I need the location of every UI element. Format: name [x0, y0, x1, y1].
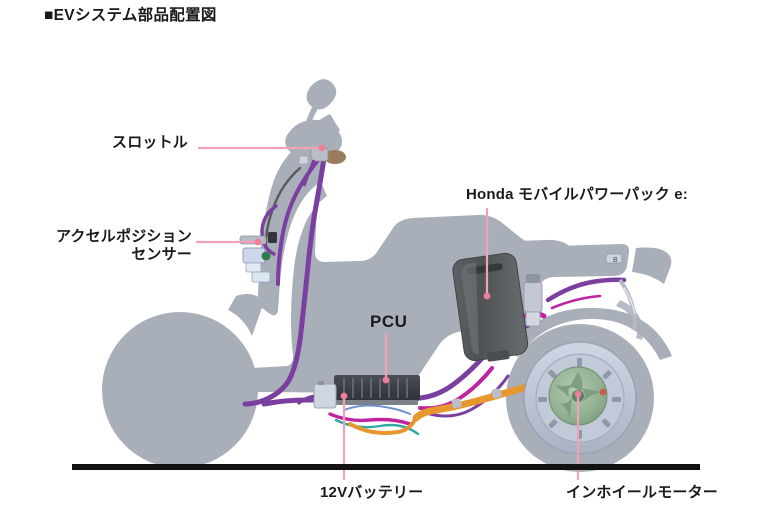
- mirror-icon: [306, 79, 337, 110]
- page-title: ■EVシステム部品配置図: [44, 7, 217, 24]
- pack-socket-cap: [526, 274, 540, 283]
- rear-shock: [618, 278, 638, 331]
- battery-12v-terminal: [318, 381, 324, 385]
- callout-label-in-wheel-motor: インホイールモーター: [566, 484, 719, 501]
- endpoint-pcu: [382, 376, 390, 384]
- battery-12v-lead: [296, 394, 315, 406]
- harness-under-floor-1: [328, 412, 412, 426]
- body-main: [239, 114, 630, 393]
- pcu-connector-strip: [336, 400, 418, 405]
- power-pack-highlight: [461, 262, 479, 356]
- mobile-power-pack-unit: [452, 252, 529, 362]
- pack-socket-lower: [525, 311, 541, 327]
- callout-endpoints: [254, 144, 582, 400]
- svg-text:B: B: [613, 257, 618, 264]
- throttle-assembly: [298, 147, 346, 187]
- pack-socket-body: [523, 281, 543, 313]
- harness-loop-front: [260, 204, 278, 256]
- motor-phase-cable: [412, 376, 554, 422]
- endpoint-in-wheel-motor: [574, 390, 582, 398]
- endpoint-battery-12v: [340, 392, 348, 400]
- callout-label-pcu: PCU: [370, 312, 408, 331]
- battery-12v-unit: [296, 381, 337, 409]
- callout-label-mobile-power-pack: Honda モバイルパワーパック e:: [466, 186, 688, 203]
- aps-small-box: [251, 271, 271, 283]
- harness-rear-3: [428, 374, 510, 418]
- battery-12v-body: [313, 383, 337, 409]
- tail-section: [632, 247, 672, 284]
- switch-block: [298, 155, 309, 165]
- harness-main-trunk: [242, 149, 328, 407]
- callout-label-battery-12v: 12Vバッテリー: [320, 484, 424, 501]
- endpoint-mpp: [483, 292, 491, 300]
- motor-hub-spokes: [554, 372, 601, 420]
- ground-line: [72, 464, 700, 470]
- aps-connector: [245, 262, 262, 273]
- endpoint-aps: [254, 238, 262, 246]
- front-fender: [228, 294, 264, 336]
- pack-socket-assembly: [523, 274, 543, 327]
- harness-tail-run: [545, 277, 627, 303]
- callout-label-accel-position-sensor: アクセルポジション センサー: [40, 228, 192, 265]
- aps-label-line-1: アクセルポジション: [55, 228, 192, 245]
- harness-under-floor-3: [343, 404, 411, 415]
- callout-leaders: [196, 146, 580, 480]
- harness-tail-run-2: [550, 294, 602, 310]
- rear-fender: [506, 307, 672, 360]
- motor-sensor-dot: [599, 388, 607, 396]
- power-pack-base-connector: [486, 350, 510, 362]
- aps-label-line-2: センサー: [131, 246, 192, 264]
- in-wheel-motor-unit: [523, 341, 637, 455]
- front-wheel: [102, 312, 258, 468]
- motor-phase-cable-under: [348, 416, 418, 435]
- tail-connector: B: [605, 253, 623, 264]
- endpoint-throttle: [318, 144, 326, 152]
- aps-green-node: [261, 251, 271, 261]
- throttle-cable: [302, 159, 316, 187]
- aps-relay: [268, 232, 277, 243]
- pcu-unit: [334, 375, 420, 405]
- accel-position-sensor-assembly: [239, 232, 277, 283]
- throttle-grip: [324, 150, 346, 164]
- callout-label-throttle: スロットル: [112, 134, 189, 151]
